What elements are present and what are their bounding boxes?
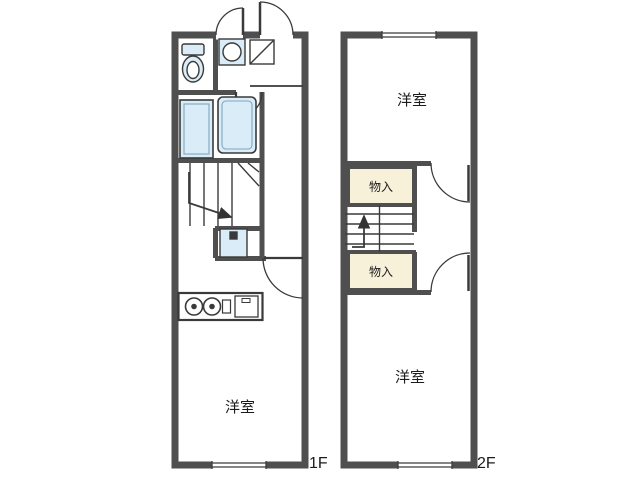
window-2f-top	[381, 31, 437, 39]
labels: 洋室 洋室 洋室 物入 物入 1F 2F	[225, 92, 496, 472]
door-opening	[260, 31, 293, 40]
vanity-counter-icon	[179, 99, 214, 159]
unit-1f	[171, 1, 309, 469]
entrance-door-arc	[258, 1, 294, 36]
stair-direction-arrow-1f	[188, 172, 233, 219]
entrance-openings	[216, 31, 293, 40]
bathtub-icon	[217, 96, 257, 154]
window-2f-bottom	[397, 461, 453, 469]
closets-2f	[346, 165, 416, 292]
room-door-arc-1f	[262, 256, 304, 299]
shoe-cabinet-icon	[249, 39, 275, 65]
closet-top	[346, 165, 416, 207]
closet-bottom	[346, 250, 416, 292]
closet-label-top: 物入	[369, 180, 393, 194]
stair-direction-arrow-2f	[352, 214, 371, 248]
toilet-icon	[181, 43, 205, 83]
stairs-1f	[188, 162, 260, 226]
floor-label-1f: 1F	[309, 455, 328, 472]
door-opening	[216, 31, 243, 40]
room-door-arc-2f-top	[430, 162, 471, 203]
kitchen-icon	[177, 291, 264, 322]
washing-machine-icon	[218, 38, 246, 66]
floor-label-2f: 2F	[477, 455, 496, 472]
grill	[221, 299, 232, 314]
closet-label-bottom: 物入	[369, 265, 393, 279]
door-arc-top-left	[215, 7, 245, 36]
room-label-2f-bottom: 洋室	[395, 369, 425, 386]
stairs-2f	[345, 205, 414, 252]
fixtures-1f	[177, 38, 275, 322]
doors-2f	[430, 162, 471, 293]
room-label-2f-top: 洋室	[397, 92, 427, 109]
room-door-arc-2f-bottom	[430, 252, 471, 293]
kitchen-sink	[234, 295, 259, 318]
unit-2f	[340, 31, 478, 469]
window-1f-bottom	[211, 461, 267, 469]
room-label-1f: 洋室	[225, 399, 255, 416]
washbasin-icon	[219, 228, 248, 258]
